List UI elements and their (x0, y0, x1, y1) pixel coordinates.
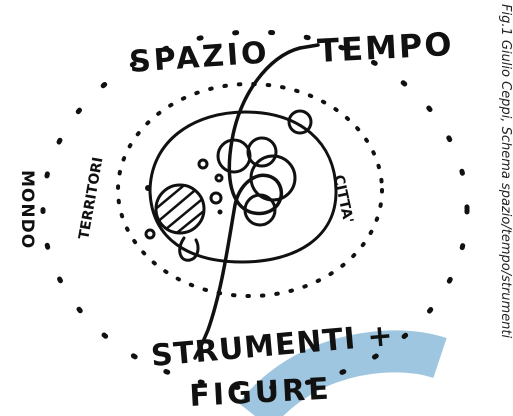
label-territorio: TERRITORI (76, 156, 106, 241)
label-figure: FIGURE (189, 372, 333, 414)
cluster-circle (211, 193, 221, 203)
label-spazio: SPAZIO (128, 35, 271, 80)
label-citta: CITTA' (330, 174, 356, 225)
cluster-circle (218, 140, 250, 172)
cluster-circle (146, 230, 154, 238)
cluster-circle (199, 160, 207, 168)
cluster-circle (248, 138, 276, 166)
tempo-connector-stroke (300, 45, 318, 48)
cluster-circle (216, 175, 222, 181)
hatched-circle (150, 180, 214, 244)
dot-mark (218, 210, 223, 215)
label-mondo: MONDO (17, 170, 37, 249)
label-tempo: TEMPO (316, 25, 454, 70)
dot-mark (145, 185, 151, 191)
figure-caption: Fig.1 Giulio Ceppi, Schema spazio/tempo/… (496, 4, 513, 414)
